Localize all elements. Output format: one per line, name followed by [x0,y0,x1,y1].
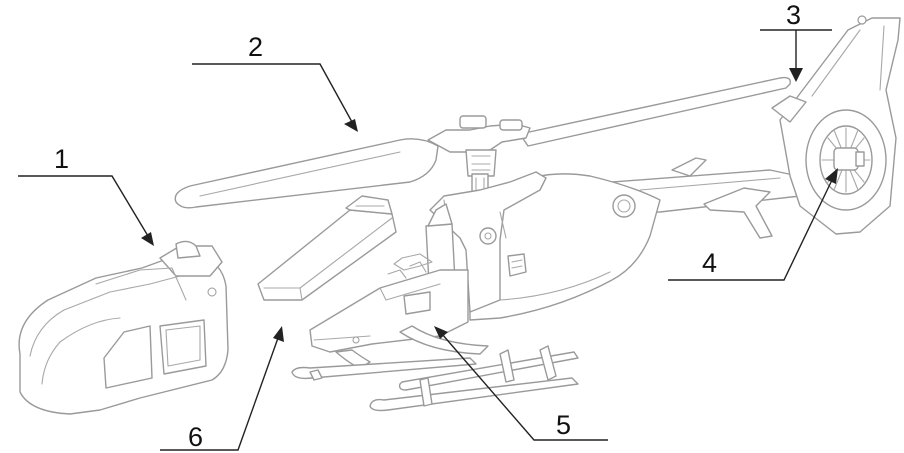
callout-5-leader [441,333,608,441]
callout-4-leader [668,179,833,281]
callout-2-leader [192,63,353,123]
canopy [18,240,229,415]
callout-3-label: 3 [786,0,801,30]
callout-5-label: 5 [556,410,571,440]
battery [257,195,397,301]
callout-1-label: 1 [54,144,69,174]
battery-pack [257,209,397,301]
callout-1: 1 [18,144,154,246]
callout-6-arrow [273,326,284,342]
callout-6-label: 6 [188,422,203,452]
skid-rear [398,351,579,391]
callout-6-leader [160,337,279,451]
callout-5-arrow [434,326,448,339]
callout-3-leader [760,29,832,70]
fuselage [469,173,661,321]
callout-4-label: 4 [702,248,717,278]
callout-2: 2 [192,32,358,132]
callout-2-label: 2 [248,32,263,62]
chassis-frame [309,171,547,369]
callout-5: 5 [434,326,608,441]
callout-6: 6 [160,326,284,452]
callout-1-leader [18,175,149,237]
callout-3: 3 [760,0,832,82]
callout-3-arrow [789,68,803,82]
callout-4-arrow [825,168,838,184]
main-rotor-blade-front [174,138,439,209]
landing-skids [291,345,579,412]
frame-lower [309,269,469,353]
main-rotor-blade-rear [519,76,791,147]
callout-1-arrow [141,232,154,246]
horizontal-stabilizer [703,187,773,239]
main-rotor [174,76,791,209]
callout-2-arrow [344,119,358,132]
skid-front [369,377,579,412]
callout-4: 4 [668,168,838,281]
